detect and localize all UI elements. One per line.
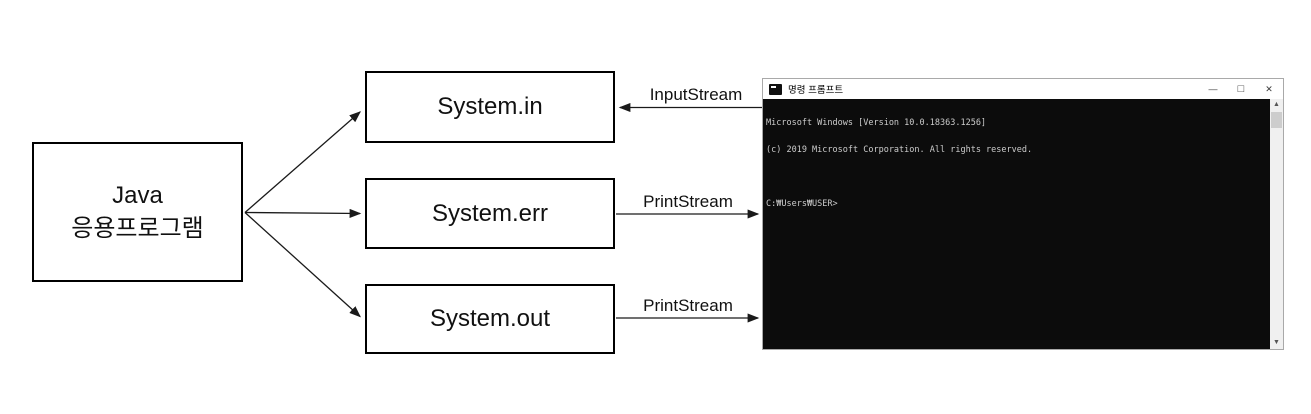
console-body: Microsoft Windows [Version 10.0.18363.12… <box>763 99 1283 349</box>
scroll-down-icon[interactable]: ▼ <box>1273 339 1280 346</box>
arrow-java-to-system-in <box>244 111 361 213</box>
system-err-label: System.err <box>431 199 548 227</box>
maximize-button[interactable]: □ <box>1237 83 1245 95</box>
java-app-label-line2: 응용프로그램 <box>71 215 204 242</box>
window-controls: — □ ✕ <box>1199 79 1283 99</box>
console-scrollbar[interactable]: ▲ ▼ <box>1270 99 1283 349</box>
java-application-box: Java 응용프로그램 <box>32 142 243 282</box>
console-line: (c) 2019 Microsoft Corporation. All righ… <box>766 145 1033 155</box>
system-err-box: System.err <box>365 178 615 249</box>
system-out-label: System.out <box>429 305 551 332</box>
scroll-up-icon[interactable]: ▲ <box>1273 101 1280 108</box>
console-line: Microsoft Windows [Version 10.0.18363.12… <box>766 118 987 128</box>
console-prompt-line: C:₩Users₩USER> <box>766 199 838 209</box>
arrow-java-to-system-err <box>244 208 362 218</box>
arrow-java-to-system-out <box>244 212 361 318</box>
java-app-label-line1: Java <box>112 182 163 209</box>
console-output[interactable]: Microsoft Windows [Version 10.0.18363.12… <box>763 99 1270 349</box>
cmd-icon <box>769 83 782 95</box>
command-prompt-window: 명령 프롬프트 — □ ✕ Microsoft Windows [Version… <box>762 78 1284 350</box>
printstream-err-label: PrintStream <box>643 192 733 211</box>
scrollbar-thumb[interactable] <box>1271 112 1282 128</box>
inputstream-label: InputStream <box>649 85 743 104</box>
system-in-box: System.in <box>365 71 615 143</box>
console-line <box>766 173 1270 182</box>
system-in-label: System.in <box>437 93 543 120</box>
printstream-out-label: PrintStream <box>643 296 733 315</box>
system-out-box: System.out <box>365 284 615 354</box>
minimize-button[interactable]: — <box>1208 84 1218 94</box>
console-titlebar[interactable]: 명령 프롬프트 — □ ✕ <box>763 79 1283 99</box>
close-button[interactable]: ✕ <box>1265 83 1273 94</box>
console-window-title: 명령 프롬프트 <box>788 85 844 96</box>
